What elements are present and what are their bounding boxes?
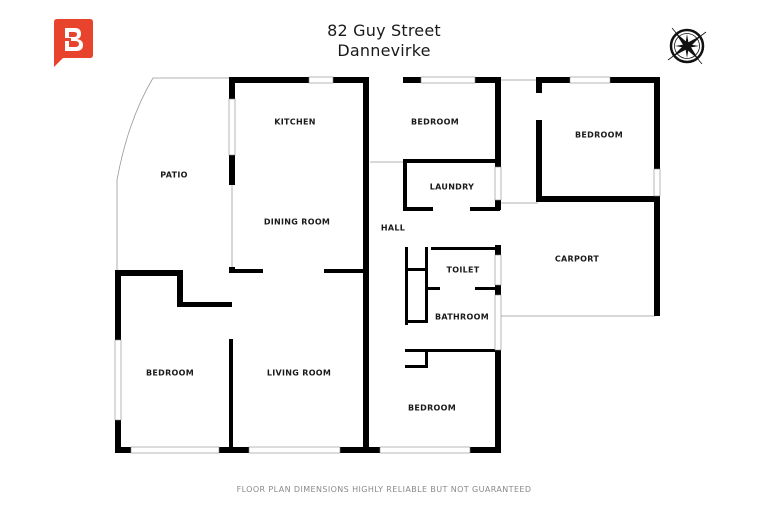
room-label-bathroom: BATHROOM: [435, 312, 489, 322]
room-label-bedroom-4: BEDROOM: [407, 403, 457, 413]
address-line-1: 82 Guy Street: [327, 21, 441, 40]
room-label-toilet: TOILET: [446, 265, 480, 275]
room-label-living-room: LIVING ROOM: [266, 368, 332, 378]
room-label-dining-room: DINING ROOM: [263, 217, 331, 227]
compass-rose-icon: [667, 27, 707, 65]
address-line-2: Dannevirke: [337, 41, 431, 60]
disclaimer-text: FLOOR PLAN DIMENSIONS HIGHLY RELIABLE BU…: [236, 485, 532, 494]
room-label-kitchen: KITCHEN: [274, 117, 316, 127]
room-label-bedroom-3: BEDROOM: [145, 368, 195, 378]
room-label-laundry: LAUNDRY: [429, 182, 475, 192]
room-label-bedroom-2: BEDROOM: [574, 130, 624, 140]
brand-logo-icon: [54, 19, 93, 67]
room-label-carport: CARPORT: [554, 254, 600, 264]
room-label-bedroom-1: BEDROOM: [410, 117, 460, 127]
room-label-hall: HALL: [380, 223, 406, 233]
room-label-patio: PATIO: [160, 170, 188, 180]
